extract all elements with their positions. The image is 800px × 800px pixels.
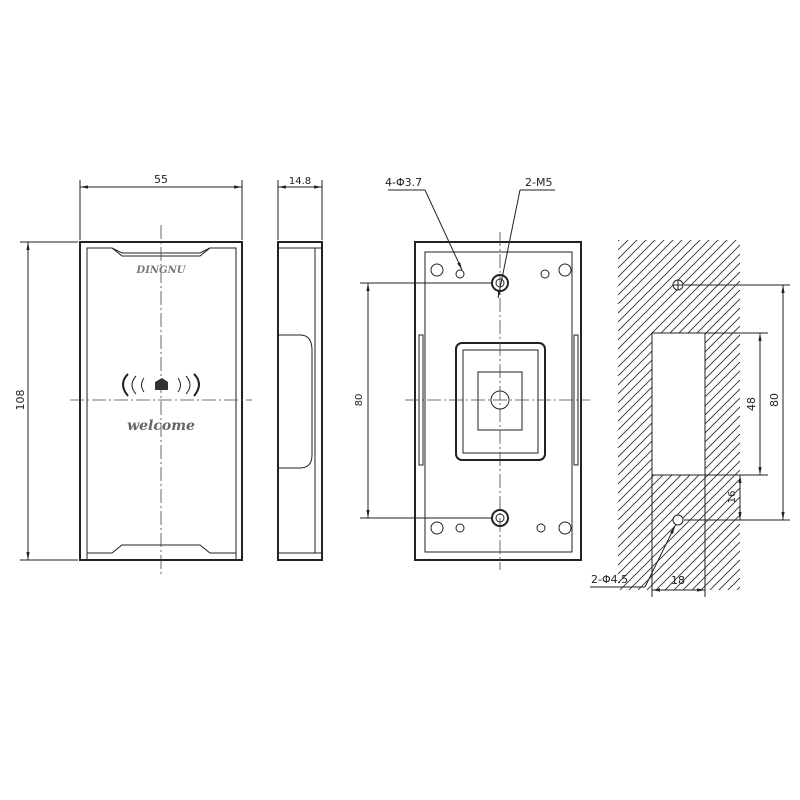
hatch-line bbox=[700, 550, 740, 590]
hatch-line bbox=[718, 568, 740, 590]
hatch-line bbox=[618, 240, 629, 251]
hatch-line bbox=[618, 240, 638, 260]
hatch-line bbox=[618, 253, 740, 377]
hatch-line bbox=[618, 451, 740, 575]
front-view: 55 108 DINGNU welcome bbox=[14, 173, 252, 575]
mount-hole-label: 4-Φ3.7 bbox=[385, 176, 422, 189]
hatch-line bbox=[618, 240, 683, 305]
side-view: 14.8 bbox=[277, 176, 323, 561]
hatch-line bbox=[618, 424, 740, 548]
hatch-line bbox=[618, 240, 710, 332]
hatch-line bbox=[618, 415, 740, 539]
hatch-line bbox=[682, 532, 740, 590]
offset-dimension: 16 bbox=[727, 491, 738, 504]
hatch-line bbox=[618, 262, 740, 386]
wall-hatching bbox=[618, 110, 740, 718]
card-icon bbox=[155, 378, 168, 390]
hatch-line bbox=[618, 240, 692, 314]
hatch-line bbox=[618, 442, 740, 566]
hatch-line bbox=[628, 478, 740, 590]
front-height-dimension: 108 bbox=[14, 390, 27, 411]
hatch-line bbox=[618, 240, 674, 296]
thread-label: 2-M5 bbox=[525, 176, 552, 189]
hatch-line bbox=[618, 433, 740, 557]
hatch-line bbox=[727, 577, 740, 590]
hatch-line bbox=[619, 469, 740, 590]
cutout-height-dimension: 48 bbox=[745, 397, 758, 411]
brand-logo: DINGNU bbox=[136, 265, 187, 276]
hatch-line bbox=[618, 110, 740, 232]
cutout-width-dimension: 18 bbox=[671, 574, 685, 587]
hatch-line bbox=[618, 596, 740, 718]
hatch-line bbox=[618, 240, 701, 323]
hatch-line bbox=[618, 240, 647, 269]
hatch-line bbox=[637, 487, 740, 590]
rfid-wave-icon bbox=[122, 373, 200, 397]
front-width-dimension: 55 bbox=[154, 173, 168, 186]
hatch-line bbox=[655, 505, 740, 590]
hatch-line bbox=[618, 240, 656, 278]
hatch-line bbox=[618, 240, 620, 242]
wall-hole-label: 2-Φ4.5 bbox=[591, 573, 628, 586]
wall-cutout-view: 80 48 16 18 2-Φ4.5 bbox=[590, 110, 790, 718]
hatch-line bbox=[618, 240, 719, 341]
back-hole-spacing-dimension: 80 bbox=[354, 394, 365, 407]
hatch-line bbox=[691, 541, 740, 590]
hatch-line bbox=[646, 496, 740, 590]
hatch-line bbox=[618, 244, 740, 368]
hatch-line bbox=[618, 240, 665, 287]
side-depth-dimension: 14.8 bbox=[289, 176, 311, 187]
screw-icons bbox=[430, 263, 572, 535]
hatch-line bbox=[664, 514, 740, 590]
back-view: 80 4-Φ3.7 2-M5 bbox=[354, 176, 590, 570]
hatch-line bbox=[736, 586, 740, 590]
welcome-text: welcome bbox=[127, 418, 195, 434]
hatch-line bbox=[618, 240, 737, 359]
hatch-line bbox=[673, 523, 740, 590]
hatch-line bbox=[709, 559, 740, 590]
wall-hole-spacing-dimension: 80 bbox=[768, 393, 781, 407]
